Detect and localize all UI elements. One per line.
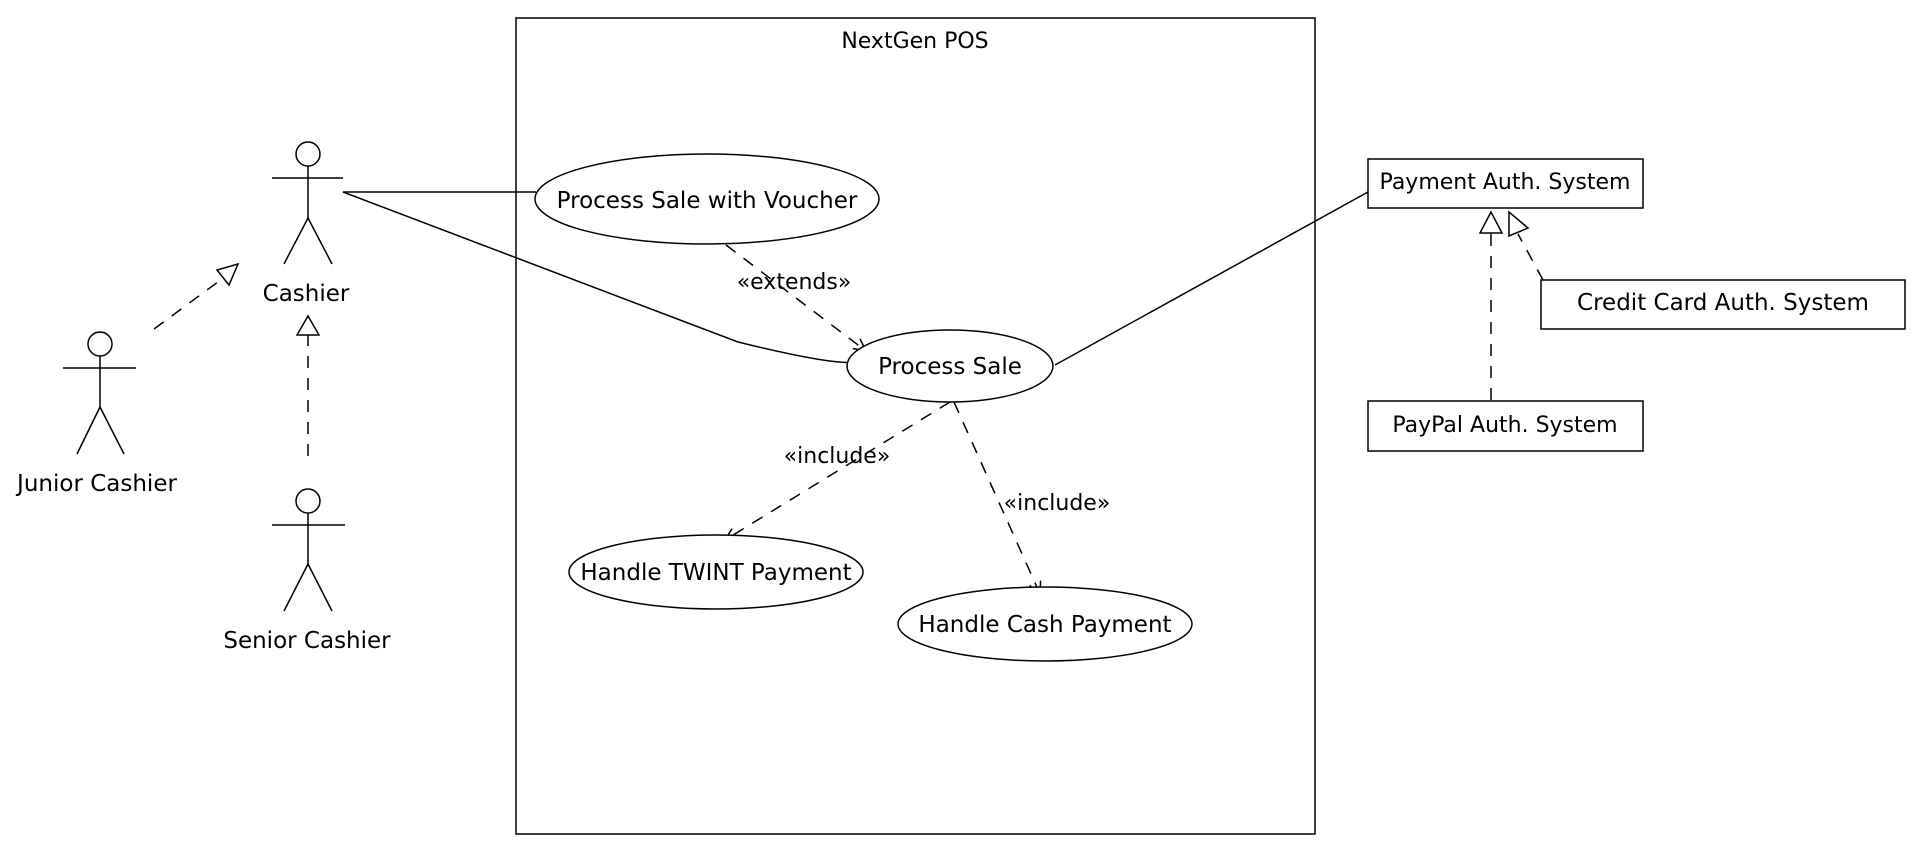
actor-junior-cashier	[63, 331, 136, 455]
box-payment-auth-system[interactable]: Payment Auth. System	[1367, 158, 1644, 209]
use-case-process-sale-voucher[interactable]: Process Sale with Voucher	[534, 153, 880, 245]
extends-arrow	[725, 244, 866, 351]
actor-cashier	[272, 141, 343, 265]
use-case-handle-cash-label: Handle Cash Payment	[918, 612, 1171, 638]
generalization-triangle-credit	[1508, 210, 1530, 238]
credit-card-auth-label: Credit Card Auth. System	[1577, 290, 1869, 316]
actor-senior-cashier	[272, 488, 345, 612]
generalization-junior-cashier	[153, 278, 223, 330]
use-case-process-sale-voucher-label: Process Sale with Voucher	[557, 188, 858, 214]
generalization-credit-card	[1517, 233, 1544, 281]
actor-senior-cashier-label: Senior Cashier	[223, 628, 391, 654]
extends-label: «extends»	[737, 270, 852, 295]
generalization-triangle-senior	[295, 314, 321, 336]
use-case-process-sale-label: Process Sale	[878, 354, 1022, 380]
include-label-twint: «include»	[784, 444, 891, 469]
include-label-cash: «include»	[1004, 491, 1111, 516]
use-case-handle-twint-label: Handle TWINT Payment	[580, 560, 851, 586]
generalization-triangle-paypal	[1478, 210, 1504, 234]
box-credit-card-auth-system[interactable]: Credit Card Auth. System	[1540, 279, 1906, 330]
use-case-handle-cash[interactable]: Handle Cash Payment	[897, 586, 1193, 662]
system-title: NextGen POS	[841, 29, 988, 54]
actor-cashier-label: Cashier	[263, 281, 350, 307]
payment-auth-label: Payment Auth. System	[1380, 170, 1631, 195]
paypal-auth-label: PayPal Auth. System	[1392, 413, 1617, 438]
use-case-handle-twint[interactable]: Handle TWINT Payment	[568, 534, 864, 610]
association-process-sale-payment-auth	[1054, 191, 1369, 366]
generalization-triangle-junior	[215, 262, 240, 287]
use-case-process-sale[interactable]: Process Sale	[846, 329, 1054, 403]
system-boundary: NextGen POS	[515, 17, 1316, 835]
include-arrow-twint	[725, 401, 951, 540]
actor-junior-cashier-label: Junior Cashier	[15, 471, 177, 497]
box-paypal-auth-system[interactable]: PayPal Auth. System	[1367, 400, 1644, 452]
